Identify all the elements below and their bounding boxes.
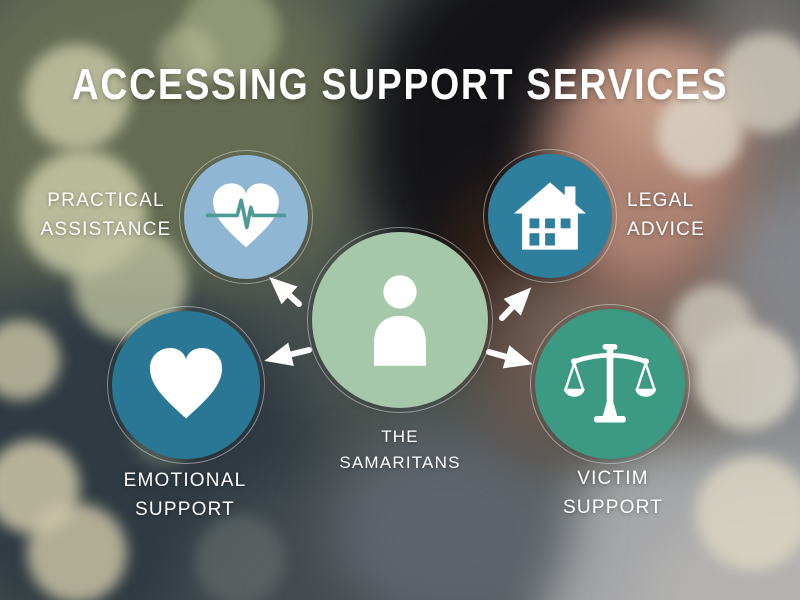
scales-icon <box>563 344 657 423</box>
samaritans-label: THE SAMARITANS <box>339 427 461 472</box>
arrow-to-legal-advice <box>499 287 532 321</box>
arrow-to-victim-support <box>486 345 533 369</box>
house-icon <box>513 182 587 250</box>
heartbeat-icon <box>206 183 286 248</box>
legal-advice-label: LEGAL ADVICE <box>627 190 705 241</box>
practical-assistance-circle <box>179 150 313 284</box>
practical-assistance-label: PRACTICAL ASSISTANCE <box>40 190 172 241</box>
page-title: ACCESSING SUPPORT SERVICES <box>71 60 729 109</box>
arrow-to-practical-assistance <box>269 276 302 307</box>
legal-advice-circle <box>483 149 617 283</box>
heart-icon <box>149 348 223 419</box>
samaritans-circle <box>307 227 493 413</box>
victim-support-label: VICTIM SUPPORT <box>563 468 663 519</box>
arrow-to-emotional-support <box>264 342 312 366</box>
emotional-support-label: EMOTIONAL SUPPORT <box>123 470 247 521</box>
victim-support-circle <box>530 304 690 464</box>
person-icon <box>374 275 426 366</box>
emotional-support-circle <box>107 306 265 464</box>
